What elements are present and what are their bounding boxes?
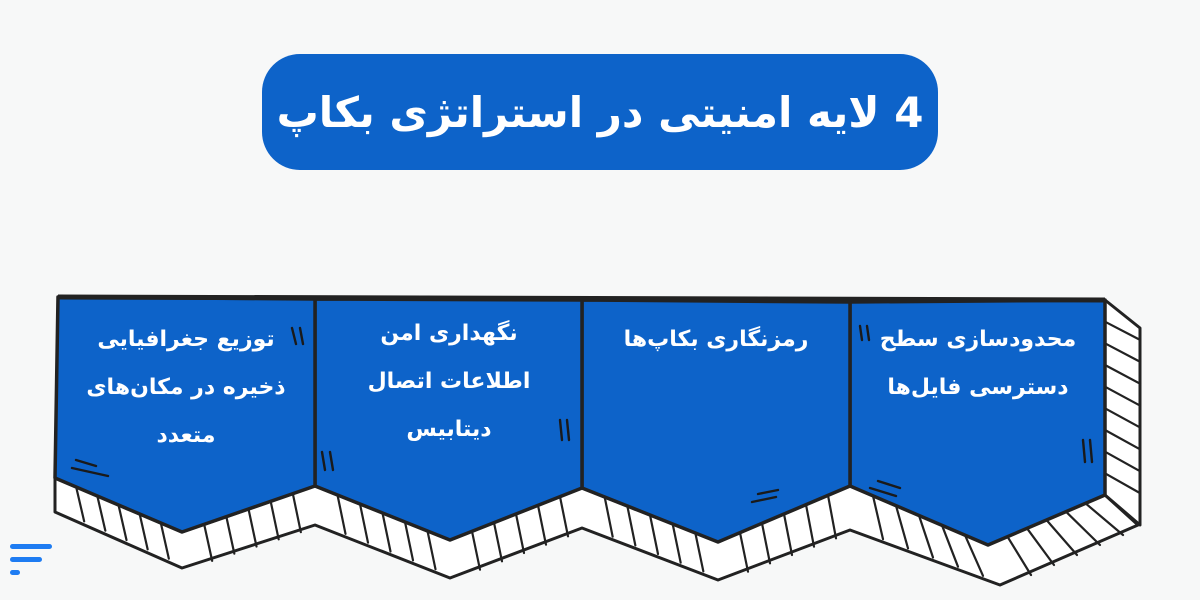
edge-hatch-line <box>426 529 437 571</box>
edge-hatch-line <box>159 521 170 560</box>
side-hatch-line <box>1103 320 1142 341</box>
edge-hatch-line <box>203 523 214 562</box>
edge-hatch-line <box>381 511 392 553</box>
edge-hatch-line <box>671 522 682 564</box>
sketch-accents <box>70 324 1094 504</box>
edge-hatch-line <box>403 520 415 562</box>
edge-hatch-line <box>96 494 107 532</box>
layer-1-line-1: محدودسازی سطح <box>879 327 1077 352</box>
edge-hatch-line <box>894 504 910 550</box>
edge-hatch-line <box>536 504 548 546</box>
edge-hatch-line <box>963 534 985 577</box>
layer-3-line-2: اطلاعات اتصال <box>367 369 531 394</box>
edge-hatch-line <box>558 495 570 538</box>
brand-logo-icon <box>8 542 56 590</box>
layer-1-line-2: دسترسی فایل‌ها <box>887 375 1069 400</box>
layer-text-4: توزیع جغرافیایی ذخیره در مکان‌های متعدد <box>62 316 310 460</box>
edge-hatch-line <box>492 521 504 563</box>
edge-hatch-line <box>1084 502 1125 537</box>
edge-hatch-line <box>917 514 935 559</box>
layer-text-3: نگهداری امن اطلاعات اتصال دیتابیس <box>324 310 574 454</box>
edge-hatch-line <box>626 504 637 547</box>
side-hatch-line <box>1103 428 1142 451</box>
edge-hatch-line <box>138 512 149 551</box>
side-hatch-line <box>1103 407 1142 429</box>
layer-4-line-3: متعدد <box>156 423 216 448</box>
side-hatch-line <box>1103 342 1142 363</box>
edge-hatch-line <box>247 507 258 548</box>
edge-hatch-line <box>117 503 128 542</box>
layer-text-1: محدودسازی سطح دسترسی فایل‌ها <box>858 316 1098 412</box>
title-banner: 4 لایه امنیتی در استراتژی بکاپ <box>262 54 938 170</box>
edge-hatch-line <box>826 494 838 540</box>
side-hatch-line <box>1103 472 1142 495</box>
edge-hatch-line <box>804 503 816 548</box>
edge-hatch-line <box>603 495 614 538</box>
layer-4-line-1: توزیع جغرافیایی <box>97 327 275 352</box>
edge-hatch-line <box>269 500 280 541</box>
edge-hatch-line <box>358 502 370 544</box>
side-hatch-line <box>1103 385 1142 407</box>
edge-hatch-line <box>782 512 794 557</box>
page-title: 4 لایه امنیتی در استراتژی بکاپ <box>276 87 924 137</box>
edge-hatch-line <box>1045 518 1079 557</box>
layer-text-2: رمزنگاری بکاپ‌ها <box>592 316 840 364</box>
edge-hatch-line <box>760 522 772 565</box>
layer-3-line-1: نگهداری امن <box>380 321 518 346</box>
edge-hatch-line <box>470 530 482 571</box>
edge-hatch-line <box>75 485 86 523</box>
edge-hatch-line <box>514 512 526 555</box>
layer-2-line-1: رمزنگاری بکاپ‌ها <box>623 327 809 352</box>
banner-top-border <box>57 294 1106 303</box>
layer-3-line-3: دیتابیس <box>406 417 492 442</box>
edge-hatch-line <box>940 524 960 568</box>
edge-hatch-line <box>336 493 347 535</box>
side-hatch-line <box>1103 450 1142 473</box>
side-hatch-line <box>1103 363 1142 385</box>
edge-hatch-line <box>648 513 660 556</box>
edge-hatch-line <box>291 492 302 534</box>
edge-hatch-line <box>1006 535 1033 577</box>
layer-4-line-2: ذخیره در مکان‌های <box>86 375 286 400</box>
edge-hatch-line <box>694 531 705 573</box>
edge-hatch-line <box>871 494 885 541</box>
edge-hatch-line <box>1025 527 1056 567</box>
edge-hatch-line <box>225 515 236 555</box>
edge-hatch-line <box>1064 510 1102 547</box>
edge-hatch-line <box>738 531 750 573</box>
